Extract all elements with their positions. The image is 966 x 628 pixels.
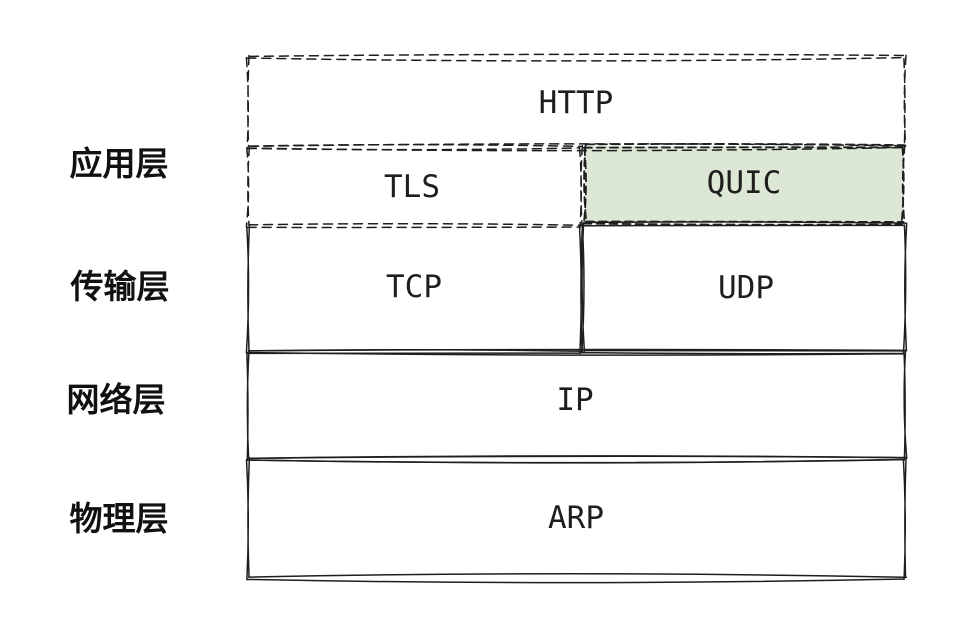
tls-box [245,143,584,229]
arp-label: ARP [548,500,604,536]
layer-label-network: 网络层 [67,381,166,418]
http-label: HTTP [539,85,614,121]
tls-label: TLS [384,169,440,205]
quic-label: QUIC [707,165,782,201]
ip-label: IP [556,382,593,418]
layer-label-physical: 物理层 [70,500,169,537]
udp-box [580,221,908,355]
udp-label: UDP [718,270,774,306]
http-box [245,53,908,152]
layer-label-application: 应用层 [70,145,169,182]
quic-box-fill [585,146,903,223]
arp-box [245,455,908,584]
tcp-label: TCP [386,269,442,305]
layer-label-transport: 传输层 [70,268,170,305]
